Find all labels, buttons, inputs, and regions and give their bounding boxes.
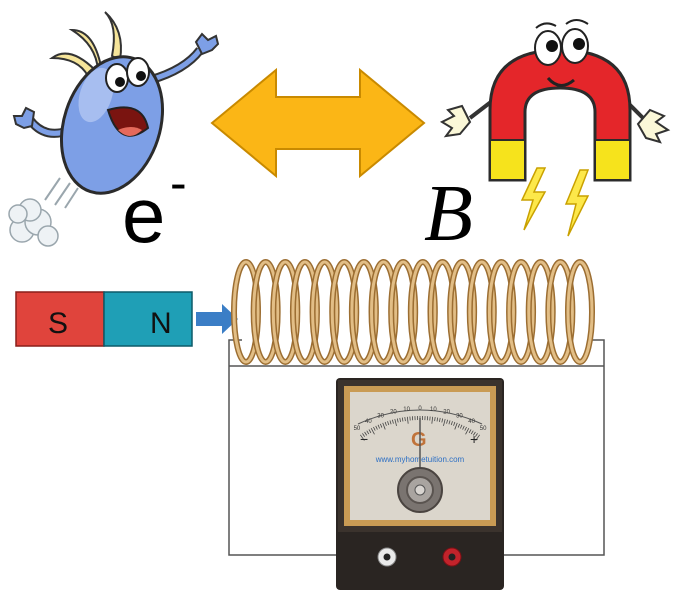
meter-tick	[391, 419, 394, 424]
meter-tick	[459, 424, 463, 429]
meter-scale-label: 40	[365, 419, 372, 425]
meter-tick	[446, 419, 449, 424]
meter-tick	[389, 420, 392, 425]
meter-tick	[454, 422, 458, 430]
meter-scale-labels: 50 40 30 20 10 0 10 20 30 40 50	[354, 406, 488, 432]
double-arrow-icon	[210, 67, 426, 179]
meter-tick	[404, 417, 406, 422]
meter-tick	[431, 416, 434, 424]
meter-tick	[401, 417, 404, 422]
meter-tick	[436, 417, 439, 422]
coil-loop-highlight	[370, 260, 398, 364]
meter-tick	[377, 424, 381, 429]
meter-tick	[399, 417, 401, 422]
meter-plus-sign: +	[470, 431, 478, 447]
coil-loop-highlight	[232, 260, 260, 364]
meter-tick	[470, 430, 474, 435]
electron-cartoon-icon	[8, 11, 220, 247]
bar-magnet-icon: S N	[15, 291, 193, 347]
meter-scale-label: 50	[480, 426, 487, 432]
coil-loop-highlight	[507, 260, 535, 364]
meter-scale-label: 10	[403, 407, 410, 413]
meter-scale-label: 0	[418, 406, 422, 412]
meter-scale-label: 20	[443, 409, 450, 415]
meter-minus-sign: −	[360, 431, 368, 447]
solenoid-coil-icon	[231, 259, 595, 365]
meter-scale-label: 20	[390, 409, 397, 415]
meter-tick	[382, 422, 386, 430]
meter-tick	[394, 418, 397, 426]
electron-symbol: e	[122, 171, 165, 259]
coil-loop-highlight	[311, 260, 339, 364]
motion-puff-icon	[8, 198, 59, 247]
coil-loop-highlight	[546, 260, 574, 364]
meter-tick	[465, 427, 470, 435]
meter-scale-label: 10	[430, 407, 437, 413]
meter-tick	[364, 431, 368, 436]
coil-loop-highlight	[389, 260, 417, 364]
coil-loop-highlight	[409, 260, 437, 364]
meter-tick	[441, 418, 444, 423]
electron-charge-superscript: -	[170, 155, 187, 211]
horseshoe-magnet-cartoon-icon	[439, 19, 671, 237]
south-pole-label: S	[48, 307, 68, 340]
meter-tick	[443, 418, 446, 426]
coil-loop-highlight	[252, 260, 280, 364]
meter-tick	[370, 427, 375, 435]
meter-scale-label: 30	[456, 413, 463, 419]
meter-tick	[475, 433, 478, 437]
meter-tick	[379, 423, 383, 428]
meter-scale-label: 40	[468, 419, 475, 425]
meter-tick	[375, 425, 378, 430]
meter-tick	[366, 430, 370, 435]
meter-tick	[464, 426, 467, 431]
meter-tick	[373, 426, 376, 431]
meter-tick	[406, 416, 409, 424]
coil-loop-highlight	[291, 260, 319, 364]
coil-loop-highlight	[350, 260, 378, 364]
north-pole-label: N	[150, 307, 172, 340]
meter-tick	[368, 429, 372, 434]
push-arrow-icon	[196, 304, 238, 334]
motion-lines-icon	[44, 177, 79, 209]
coil-loop-highlight	[487, 260, 515, 364]
meter-letter: G	[411, 429, 427, 451]
meter-tick	[396, 418, 399, 423]
meter-tick	[360, 434, 365, 441]
magnetic-field-symbol: B	[424, 170, 473, 258]
meter-tick	[453, 421, 456, 426]
meter-tick	[472, 431, 476, 436]
coil-loop-highlight	[448, 260, 476, 364]
coil-loop-highlight	[566, 260, 594, 364]
meter-tick	[387, 421, 390, 426]
meter-tick	[475, 434, 480, 441]
meter-scale-label: 50	[354, 426, 361, 432]
coil-loop-highlight	[527, 260, 555, 364]
meter-tick	[450, 421, 453, 426]
coil-loop-highlight	[428, 260, 456, 364]
meter-tick	[362, 433, 365, 437]
meter-tick	[434, 417, 436, 422]
meter-tick	[457, 423, 461, 428]
meter-tick	[439, 417, 441, 422]
meter-tick	[448, 420, 451, 425]
meter-tick	[384, 421, 387, 426]
coil-loop-highlight	[271, 260, 299, 364]
meter-tick	[462, 425, 465, 430]
coil-loop-highlight	[468, 260, 496, 364]
meter-scale-label: 30	[377, 413, 384, 419]
coil-loop-highlight	[330, 260, 358, 364]
meter-tick	[468, 429, 472, 434]
